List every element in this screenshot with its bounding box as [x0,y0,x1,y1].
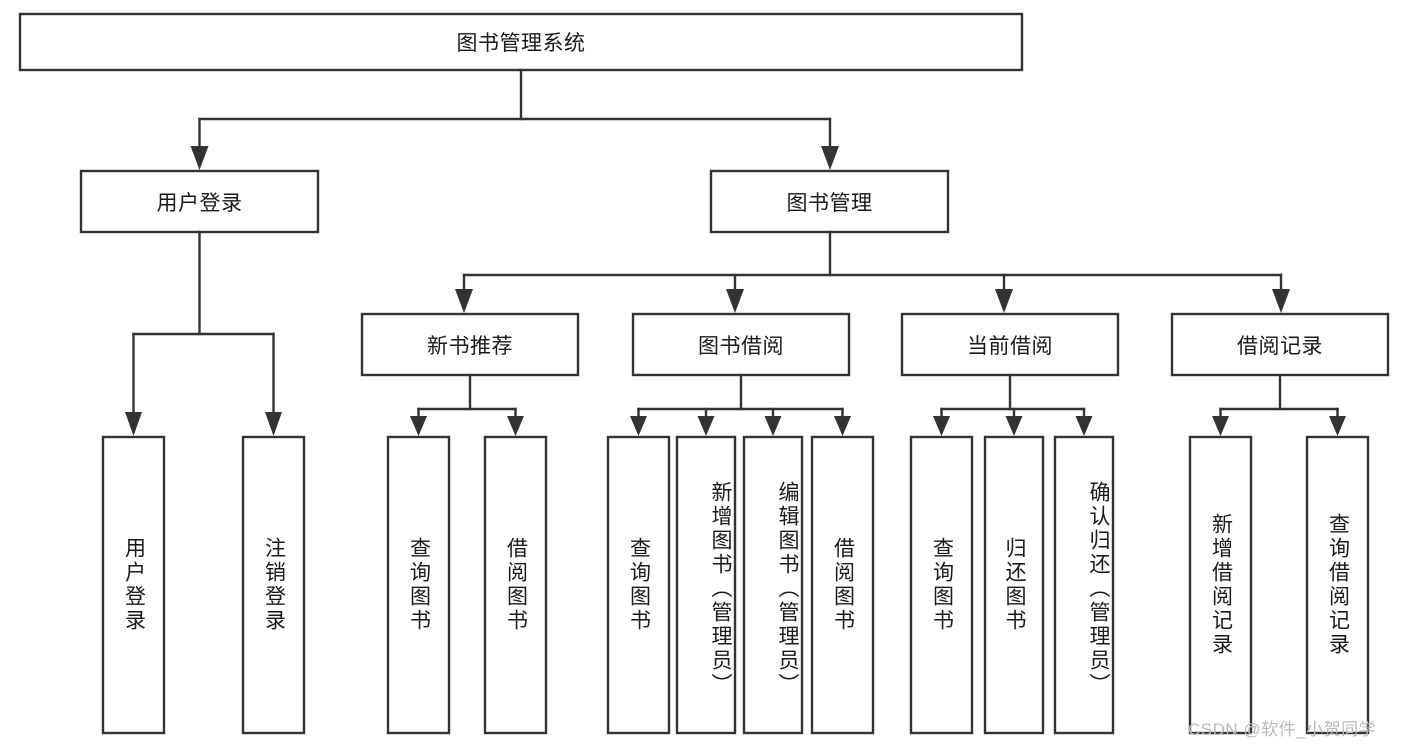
leaf-box-user-login-1[interactable] [241,435,306,735]
arrowhead-leaf-user-login-0 [125,412,142,436]
arrowhead-leaf-new-book-1 [507,416,524,436]
arrowhead-current-borrow [995,289,1013,313]
leaf-box-book-borrow-3[interactable] [810,435,875,735]
arrowhead-leaf-borrow-record-1 [1329,416,1346,436]
node-box-book-management[interactable] [709,169,950,234]
leaf-box-borrow-record-0[interactable] [1188,435,1253,735]
node-box-current-borrow[interactable] [900,312,1120,377]
leaf-box-new-book-0[interactable] [386,435,451,735]
arrowhead-leaf-borrow-record-0 [1212,416,1229,436]
arrowhead-user-login [190,146,209,170]
leaf-box-user-login-0[interactable] [101,435,166,735]
arrowhead-book-management [821,146,839,170]
node-box-root[interactable] [18,12,1024,72]
leaf-box-borrow-record-1[interactable] [1305,435,1370,735]
node-box-book-borrow[interactable] [631,312,851,377]
node-box-new-book-recommend[interactable] [360,312,580,377]
node-box-borrow-record[interactable] [1170,312,1390,377]
arrowhead-borrow-record [1272,289,1290,313]
leaf-box-book-borrow-2[interactable] [742,435,804,735]
leaf-box-current-borrow-2[interactable] [1053,435,1115,735]
csdn-watermark: CSDN @软件_小贺同学 [1188,720,1377,739]
arrowhead-leaf-current-borrow-0 [933,416,950,436]
leaf-box-book-borrow-0[interactable] [606,435,671,735]
leaf-box-current-borrow-1[interactable] [983,435,1045,735]
leaf-box-current-borrow-0[interactable] [909,435,974,735]
arrowhead-leaf-current-borrow-2 [1075,416,1093,436]
arrowhead-new-book-recommend [455,289,473,313]
arrowhead-leaf-book-borrow-3 [834,416,851,436]
leaf-box-new-book-1[interactable] [483,435,548,735]
arrowhead-leaf-new-book-0 [410,416,427,436]
node-box-user-login[interactable] [79,169,320,234]
arrowhead-book-borrow [726,289,744,313]
arrowhead-leaf-current-borrow-1 [1005,416,1023,436]
arrowhead-leaf-user-login-1 [265,412,282,436]
arrowhead-leaf-book-borrow-0 [630,416,647,436]
arrowhead-leaf-book-borrow-2 [764,416,782,436]
leaf-box-book-borrow-1[interactable] [675,435,737,735]
arrowhead-leaf-book-borrow-1 [697,416,715,436]
